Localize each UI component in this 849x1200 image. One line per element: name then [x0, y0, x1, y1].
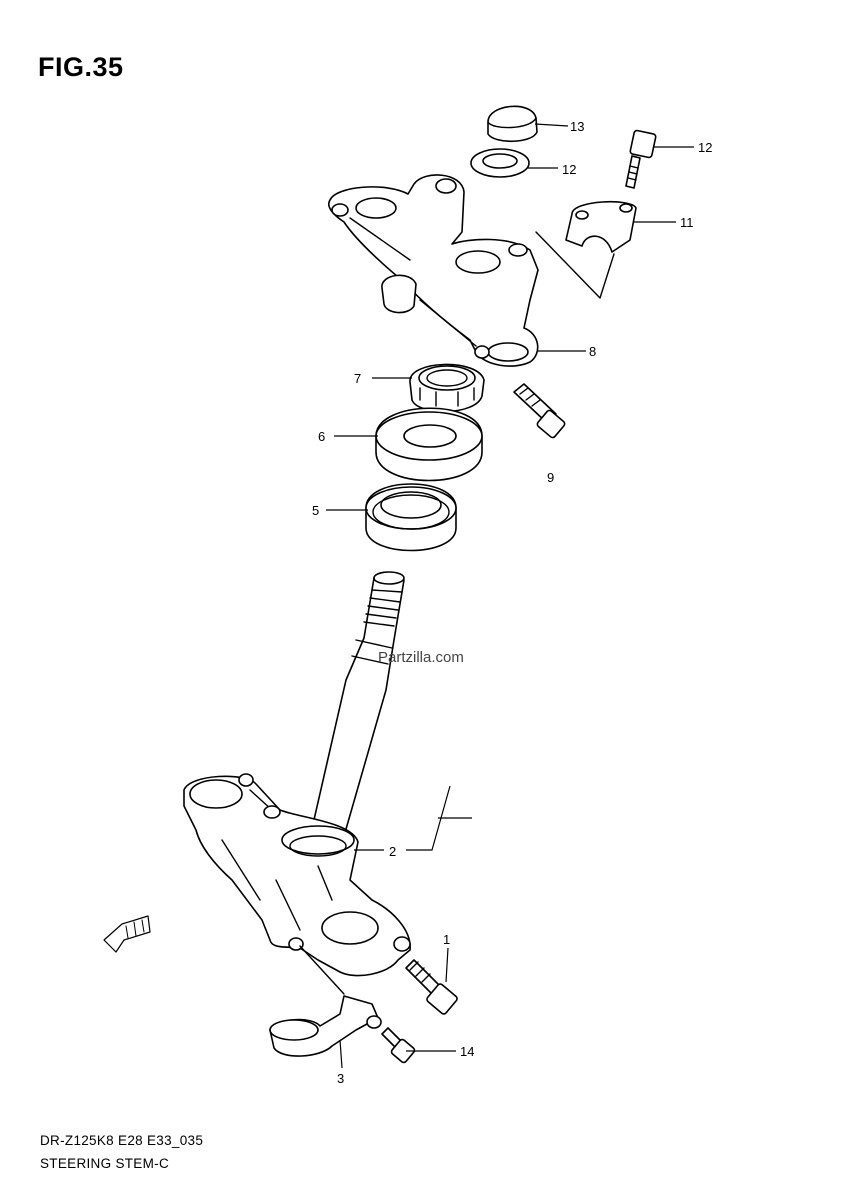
- watermark-text: Partzilla.com: [378, 649, 464, 666]
- callout-6: 6: [318, 429, 325, 444]
- footer-block: DR-Z125K8 E28 E33_035 STEERING STEM-C: [40, 1129, 203, 1175]
- part-9-pinch-bolt[interactable]: [513, 383, 566, 439]
- callout-13: 13: [570, 119, 584, 134]
- callout-14: 14: [460, 1044, 474, 1059]
- model-code: DR-Z125K8 E28 E33_035: [40, 1133, 204, 1148]
- callout-11: 12: [698, 140, 712, 155]
- forward-arrow-icon: [103, 915, 151, 953]
- callout-8: 8: [589, 344, 596, 359]
- part-8-upper-bracket[interactable]: [328, 174, 539, 367]
- part-11-bolt[interactable]: [625, 129, 657, 189]
- part-13-cap[interactable]: [487, 105, 538, 143]
- part-14-screw[interactable]: [381, 1027, 416, 1064]
- callout-10: 11: [680, 215, 694, 230]
- part-1-bolt[interactable]: [405, 959, 458, 1015]
- callout-2: 2: [389, 844, 396, 859]
- callout-3: 3: [337, 1071, 344, 1086]
- leader-lines: [326, 123, 694, 1069]
- callout-9: 9: [547, 470, 554, 485]
- part-5-bearing[interactable]: [365, 483, 457, 552]
- part-3-cable-guide[interactable]: [269, 945, 382, 1057]
- callout-7: 7: [354, 371, 361, 386]
- part-6-seal-washer[interactable]: [375, 407, 483, 482]
- part-7-castle-nut[interactable]: [409, 363, 485, 413]
- part-2-steering-stem[interactable]: [183, 571, 411, 977]
- figure-title: FIG.35: [38, 52, 124, 82]
- callout-5: 5: [312, 503, 319, 518]
- section-name: STEERING STEM-C: [40, 1156, 170, 1171]
- callout-1: 1: [443, 932, 450, 947]
- part-10-handlebar-holder[interactable]: [535, 200, 637, 299]
- part-12-washer[interactable]: [470, 148, 530, 178]
- callout-12: 12: [562, 162, 576, 177]
